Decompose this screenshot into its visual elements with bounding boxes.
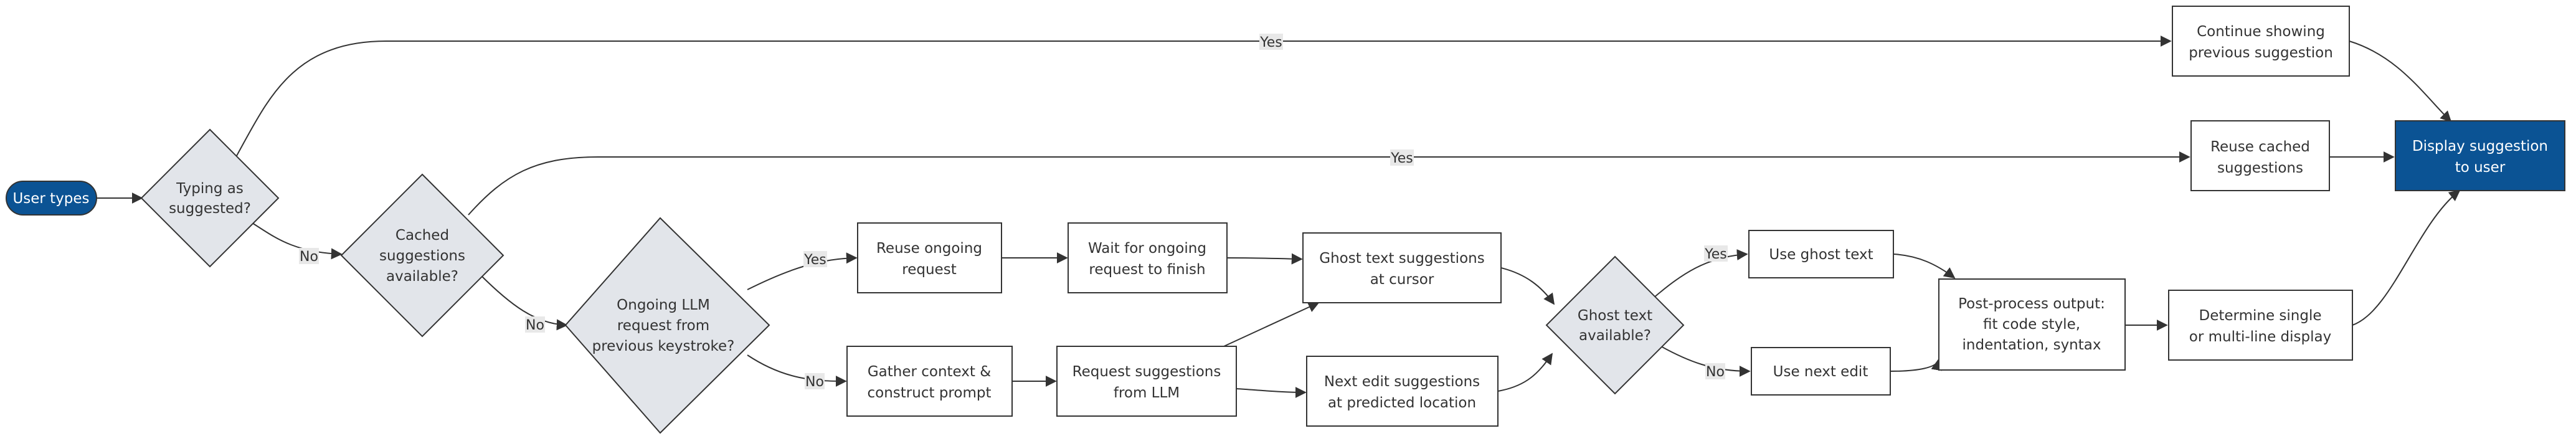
svg-text:Yes: Yes [803, 252, 826, 268]
node-ghost-text-cursor[interactable]: Ghost text suggestions at cursor [1302, 232, 1502, 303]
svg-text:Request suggestions: Request suggestions [1073, 364, 1221, 380]
node-user-types[interactable]: User types [6, 181, 97, 216]
edge-label-typing-no: No [299, 248, 319, 265]
svg-text:suggestions: suggestions [379, 248, 465, 264]
edge-use-ghost-to-post-process [1893, 254, 1956, 279]
node-use-ghost-text[interactable]: Use ghost text [1748, 230, 1894, 278]
decision-typing-as-suggested[interactable]: Typing as suggested? [140, 128, 280, 268]
edge-ongoing-yes-to-reuse-ongoing [747, 252, 858, 290]
edge-label-ghost-yes: Yes [1704, 245, 1728, 262]
svg-text:Ghost text: Ghost text [1578, 308, 1652, 324]
svg-text:request: request [902, 262, 956, 278]
node-continue-showing[interactable]: Continue showing previous suggestion [2172, 6, 2350, 77]
edge-use-next-to-post-process [1890, 359, 1943, 372]
edge-cached-yes-to-reuse-cached [468, 151, 2190, 216]
edge-next-edit-to-ghost-available [1497, 353, 1553, 392]
edge-typing-no-to-cached [252, 222, 343, 260]
node-reuse-cached[interactable]: Reuse cached suggestions [2190, 120, 2330, 191]
svg-text:No: No [526, 318, 544, 333]
svg-text:request to finish: request to finish [1089, 262, 1205, 278]
svg-text:Yes: Yes [1704, 247, 1727, 262]
svg-text:Display suggestion: Display suggestion [2412, 138, 2548, 154]
svg-text:Typing as: Typing as [176, 181, 244, 197]
decision-ghost-text-available[interactable]: Ghost text available? [1545, 255, 1685, 395]
svg-text:Yes: Yes [1390, 151, 1413, 166]
edge-determine-to-display [2352, 189, 2461, 326]
node-reuse-ongoing[interactable]: Reuse ongoing request [857, 222, 1002, 293]
svg-text:No: No [805, 374, 824, 390]
edge-ghost-cursor-to-ghost-available [1500, 267, 1555, 305]
node-determine-display[interactable]: Determine single or multi-line display [2168, 290, 2353, 361]
edge-typing-yes-to-continue [236, 36, 2172, 156]
edge-label-ongoing-no: No [805, 373, 825, 390]
svg-text:request from: request from [617, 318, 709, 334]
edge-label-ongoing-yes: Yes [803, 251, 827, 268]
edge-ghost-available-yes-to-use-ghost [1653, 249, 1748, 298]
edge-label-ghost-no: No [1705, 363, 1725, 380]
edge-ongoing-no-to-gather [747, 354, 847, 387]
edge-wait-to-ghost-cursor [1226, 253, 1303, 265]
svg-text:construct prompt: construct prompt [868, 385, 992, 401]
svg-text:Use ghost text: Use ghost text [1769, 247, 1873, 263]
node-display-suggestion[interactable]: Display suggestion to user [2395, 120, 2565, 191]
svg-text:No: No [1706, 364, 1725, 380]
edge-ghost-available-no-to-use-next [1659, 345, 1751, 377]
node-gather-context[interactable]: Gather context & construct prompt [846, 346, 1013, 417]
svg-text:available?: available? [1579, 328, 1651, 344]
node-next-edit-predicted[interactable]: Next edit suggestions at predicted locat… [1306, 356, 1499, 427]
node-post-process[interactable]: Post-process output: fit code style, ind… [1938, 278, 2126, 371]
svg-text:fit code style,: fit code style, [1983, 316, 2080, 333]
node-wait-ongoing[interactable]: Wait for ongoing request to finish [1068, 222, 1228, 293]
svg-text:to user: to user [2455, 159, 2506, 176]
nodes: User types Typing as suggested? Cached s… [6, 6, 2565, 434]
svg-text:from LLM: from LLM [1114, 385, 1180, 401]
svg-text:Continue showing: Continue showing [2197, 24, 2325, 40]
svg-text:at cursor: at cursor [1370, 272, 1434, 288]
svg-text:or multi-line display: or multi-line display [2189, 329, 2331, 345]
svg-text:indentation, syntax: indentation, syntax [1963, 337, 2101, 353]
edge-cached-no-to-ongoing [479, 273, 568, 331]
node-request-llm[interactable]: Request suggestions from LLM [1056, 346, 1237, 417]
svg-text:suggested?: suggested? [169, 201, 251, 217]
edge-continue-to-display [2349, 40, 2452, 123]
node-use-next-edit[interactable]: Use next edit [1751, 347, 1891, 396]
decision-cached-available[interactable]: Cached suggestions available? [340, 173, 504, 338]
svg-text:User types: User types [12, 191, 89, 207]
svg-text:Ongoing LLM: Ongoing LLM [617, 297, 710, 313]
svg-text:Cached: Cached [395, 227, 449, 244]
svg-text:previous suggestion: previous suggestion [2189, 45, 2333, 61]
edges [97, 36, 2461, 398]
svg-text:Yes: Yes [1259, 35, 1282, 50]
svg-text:suggestions: suggestions [2217, 160, 2303, 176]
decision-ongoing-request[interactable]: Ongoing LLM request from previous keystr… [564, 217, 770, 434]
edge-labels: Yes No Yes No Yes No Yes No [299, 34, 1728, 390]
svg-text:Reuse cached: Reuse cached [2210, 139, 2310, 155]
svg-text:at predicted location: at predicted location [1328, 395, 1476, 411]
svg-text:Use next edit: Use next edit [1773, 364, 1868, 380]
svg-text:Post-process output:: Post-process output: [1958, 296, 2105, 312]
edge-request-to-ghost-cursor [1223, 301, 1320, 347]
svg-text:Determine single: Determine single [2199, 308, 2321, 324]
svg-text:Wait for ongoing: Wait for ongoing [1088, 240, 1206, 257]
edge-label-cached-yes: Yes [1390, 149, 1414, 166]
svg-text:Reuse ongoing: Reuse ongoing [876, 240, 982, 257]
svg-text:Gather context &: Gather context & [868, 364, 991, 380]
svg-text:previous keystroke?: previous keystroke? [592, 338, 735, 354]
edge-label-cached-no: No [525, 316, 545, 333]
svg-text:No: No [300, 249, 318, 265]
svg-text:Ghost text suggestions: Ghost text suggestions [1319, 250, 1484, 267]
svg-text:Next edit suggestions: Next edit suggestions [1324, 374, 1480, 390]
edge-label-typing-yes: Yes [1259, 34, 1283, 50]
svg-text:available?: available? [386, 268, 458, 285]
edge-request-to-next-edit [1236, 386, 1307, 398]
